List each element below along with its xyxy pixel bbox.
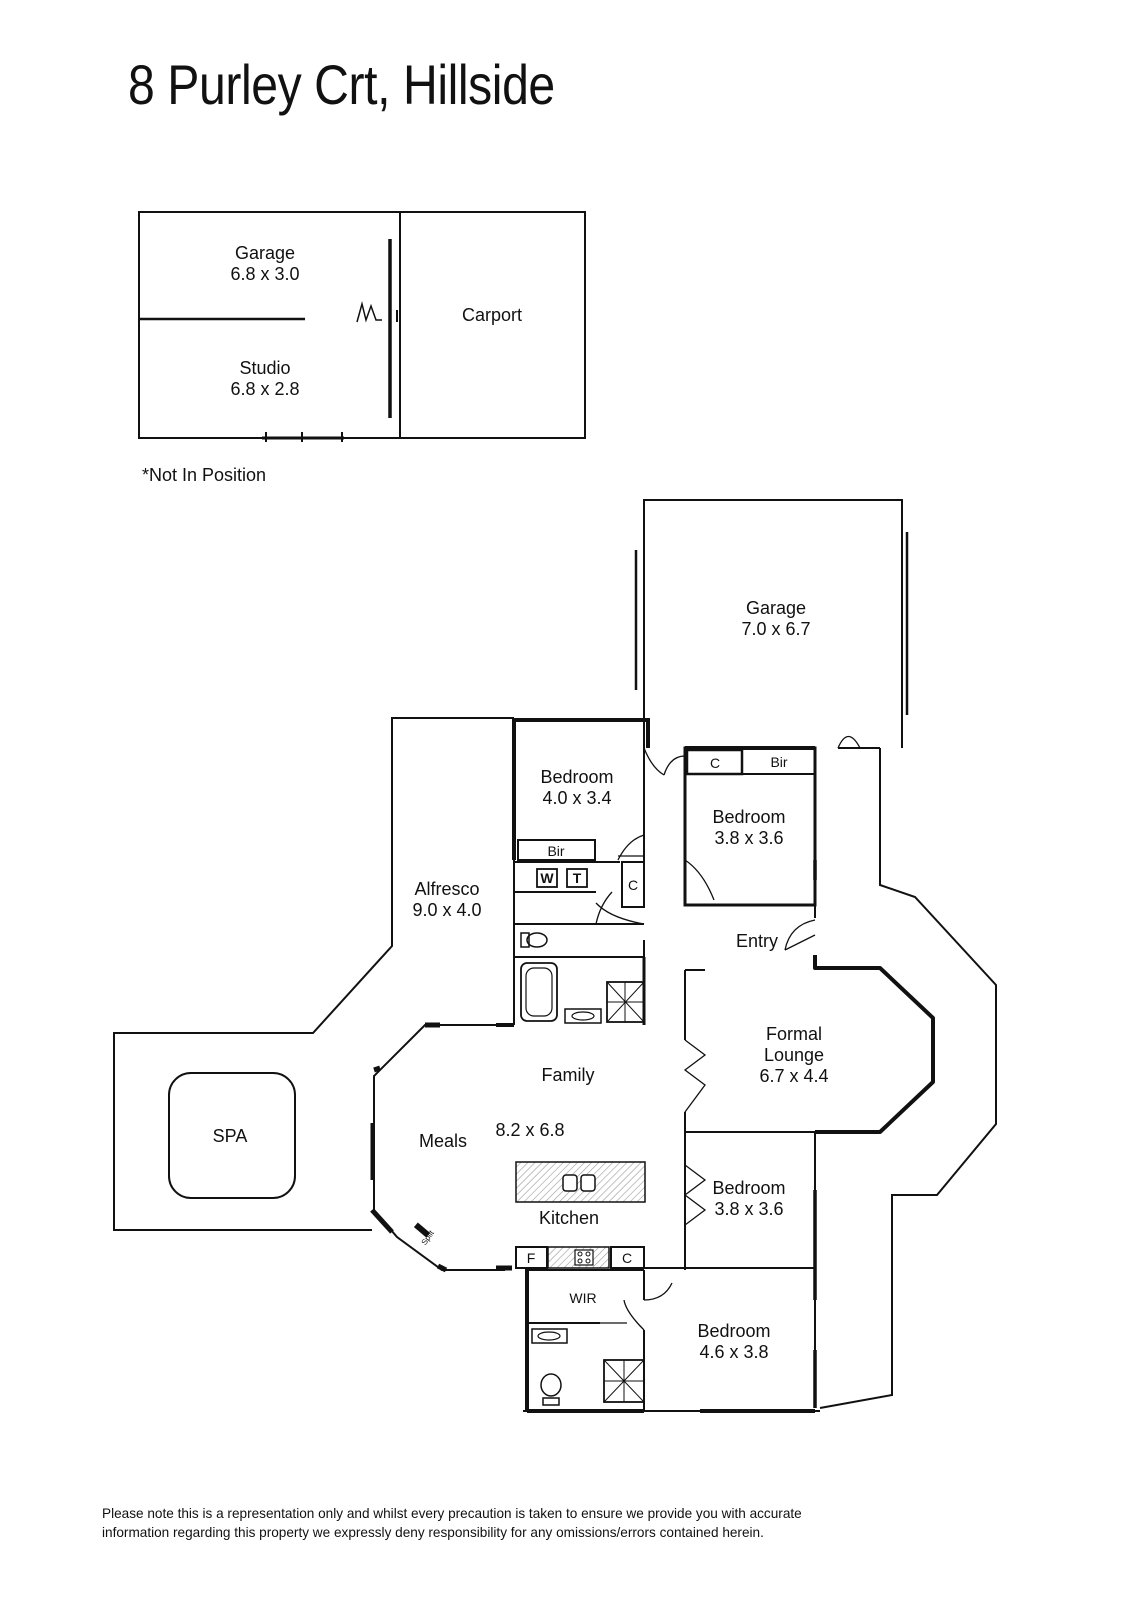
bir-1-label: Bir — [547, 843, 564, 859]
page-title: 8 Purley Crt, Hillside — [128, 53, 555, 116]
spa-label: SPA — [213, 1126, 248, 1146]
bedroom-2-label: Bedroom — [712, 807, 785, 827]
house-interior — [370, 718, 935, 1413]
bedroom-2-size: 3.8 x 3.6 — [714, 828, 783, 848]
bedroom-3-size: 3.8 x 3.6 — [714, 1199, 783, 1219]
washer-label: W — [540, 870, 554, 886]
formal-lounge-size: 6.7 x 4.4 — [759, 1066, 828, 1086]
house-walls — [113, 499, 997, 1412]
outbuilding — [138, 211, 586, 442]
disclaimer: Please note this is a representation onl… — [102, 1504, 802, 1542]
disclaimer-line-2: information regarding this property we e… — [102, 1525, 764, 1540]
disclaimer-line-1: Please note this is a representation onl… — [102, 1506, 802, 1521]
alfresco-label: Alfresco — [414, 879, 479, 899]
formal-lounge-label-line2: Lounge — [764, 1045, 824, 1065]
alfresco-size: 9.0 x 4.0 — [412, 900, 481, 920]
garage-label: Garage — [746, 598, 806, 618]
wir-label: WIR — [569, 1290, 596, 1306]
bedroom-1-label: Bedroom — [540, 767, 613, 787]
not-in-position-note: *Not In Position — [142, 465, 266, 485]
trough-label: T — [573, 870, 582, 886]
bedroom-1-size: 4.0 x 3.4 — [542, 788, 611, 808]
outbuilding-garage-size: 6.8 x 3.0 — [230, 264, 299, 284]
family-label: Family — [542, 1065, 595, 1085]
cupboard-3-label: C — [622, 1250, 632, 1266]
studio-size: 6.8 x 2.8 — [230, 379, 299, 399]
outbuilding-garage-label: Garage — [235, 243, 295, 263]
family-meals-size: 8.2 x 6.8 — [495, 1120, 564, 1140]
garage-size: 7.0 x 6.7 — [741, 619, 810, 639]
bir-2-label: Bir — [770, 754, 787, 770]
cupboard-1-label: C — [710, 755, 720, 771]
carport-label: Carport — [462, 305, 522, 325]
formal-lounge-label-line1: Formal — [766, 1024, 822, 1044]
entry-label: Entry — [736, 931, 778, 951]
meals-label: Meals — [419, 1131, 467, 1151]
kitchen-label: Kitchen — [539, 1208, 599, 1228]
bedroom-3-label: Bedroom — [712, 1178, 785, 1198]
bedroom-4-size: 4.6 x 3.8 — [699, 1342, 768, 1362]
bedroom-4-label: Bedroom — [697, 1321, 770, 1341]
studio-label: Studio — [239, 358, 290, 378]
fridge-label: F — [527, 1250, 536, 1266]
cupboard-2-label: C — [628, 877, 638, 893]
